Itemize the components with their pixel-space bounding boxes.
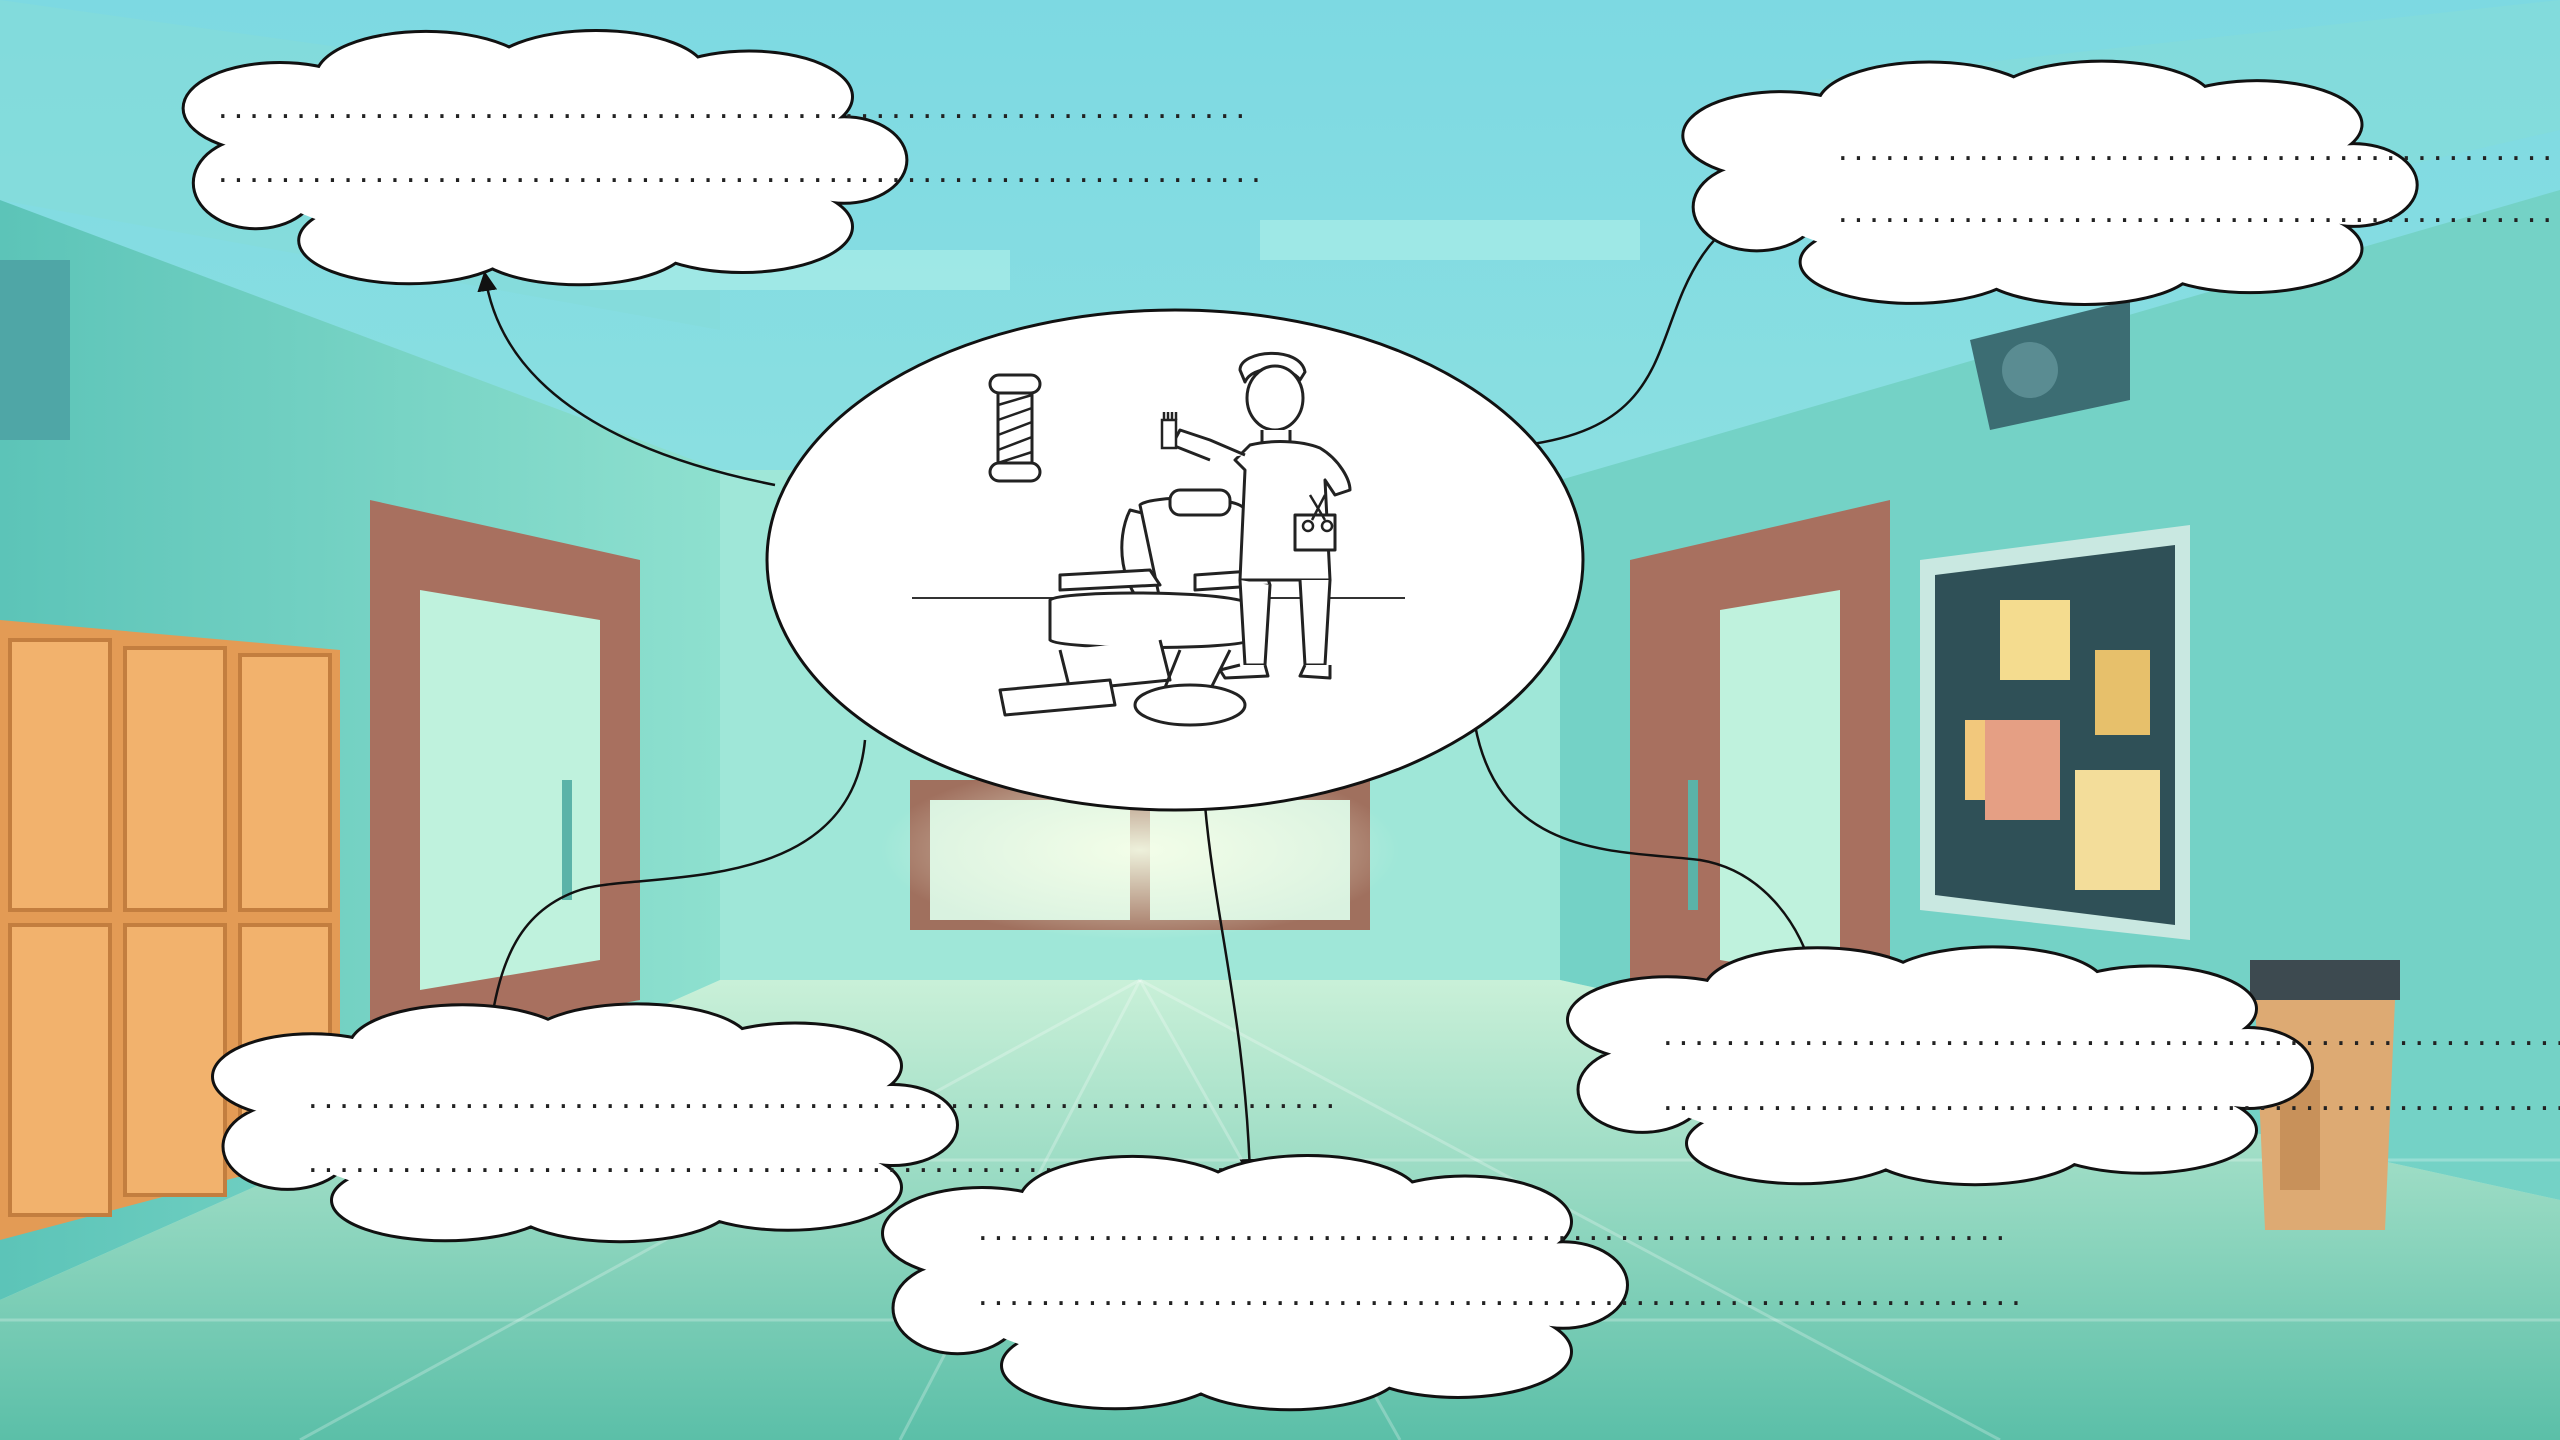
answer-line-2[interactable]: ........................................…: [215, 159, 1264, 189]
answer-line-1[interactable]: ........................................…: [305, 1085, 1338, 1115]
bulletin-board: [1920, 525, 2190, 940]
barber-pole-icon: [990, 375, 1040, 481]
answer-line-2[interactable]: ........................................…: [975, 1282, 2024, 1312]
answer-line-2[interactable]: ........................................…: [1660, 1087, 2560, 1117]
answer-line-2[interactable]: ........................................…: [1835, 199, 2560, 229]
central-topic-oval: [767, 310, 1583, 810]
answer-line-1[interactable]: ........................................…: [215, 95, 1248, 125]
answer-line-1[interactable]: ........................................…: [975, 1217, 2008, 1247]
answer-line-1[interactable]: ........................................…: [1660, 1022, 2560, 1052]
wall-vent: [0, 260, 70, 440]
answer-line-1[interactable]: ........................................…: [1835, 137, 2560, 167]
